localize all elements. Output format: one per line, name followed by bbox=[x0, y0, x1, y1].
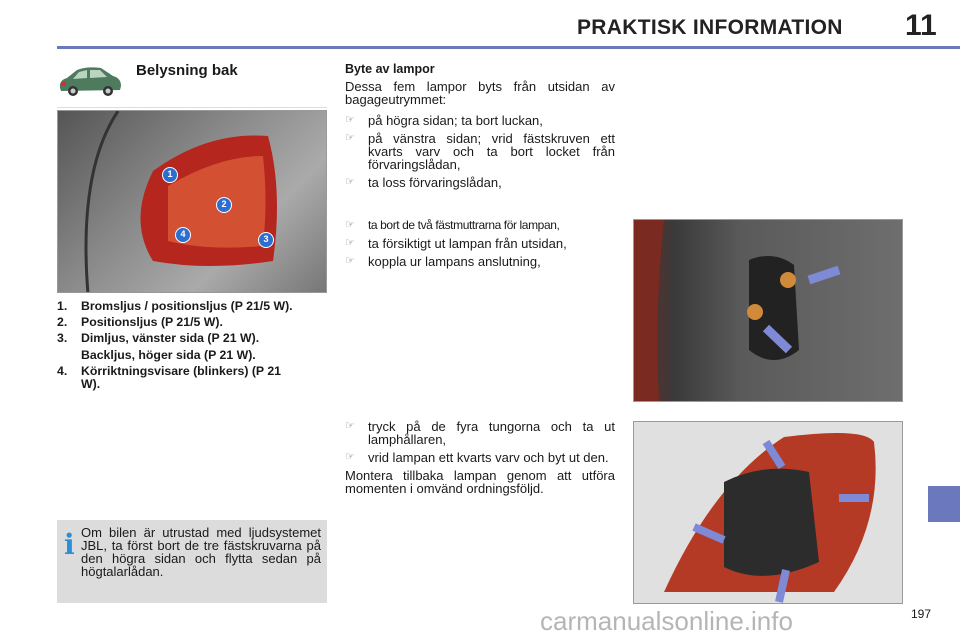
rear-light-photo: 1 2 3 4 bbox=[57, 110, 327, 293]
step-item: ☞ koppla ur lampans anslutning, bbox=[345, 255, 615, 268]
legend-text: Dimljus, vänster sida (P 21 W). bbox=[81, 331, 260, 345]
intro-text: Dessa fem lampor byts från utsidan av ba… bbox=[345, 79, 615, 107]
pointing-hand-icon: ☞ bbox=[345, 237, 355, 249]
step-text: på högra sidan; ta bort luckan, bbox=[368, 113, 543, 128]
info-icon: i bbox=[64, 528, 75, 561]
legend-number: 4. bbox=[57, 364, 68, 378]
instructions-bottom: ☞ tryck på de fyra tungorna och ta ut lam… bbox=[345, 415, 615, 495]
legend-number: 2. bbox=[57, 315, 68, 329]
legend-item: Backljus, höger sida (P 21 W). bbox=[57, 349, 327, 362]
step-text: vrid lampan ett kvarts varv och byt ut d… bbox=[368, 450, 609, 465]
step-text: ta bort de två fästmuttrarna för lampan, bbox=[368, 218, 560, 232]
info-box: i Om bilen är utrustad med ljudsystemet … bbox=[57, 520, 327, 603]
step-item: ☞ på högra sidan; ta bort luckan, bbox=[345, 114, 615, 127]
step-text: ta försiktigt ut lampan från utsidan, bbox=[368, 236, 567, 251]
step-item: ☞ ta försiktigt ut lampan från utsidan, bbox=[345, 237, 615, 250]
step-text: på vänstra sidan; vrid fästskruven ett k… bbox=[368, 131, 615, 172]
instructions-top: Byte av lampor Dessa fem lampor byts frå… bbox=[345, 62, 615, 190]
watermark: carmanualsonline.info bbox=[540, 606, 793, 636]
section-title: Belysning bak bbox=[136, 62, 238, 79]
info-text: Om bilen är utrustad med ljudsystemet JB… bbox=[81, 525, 321, 579]
trunk-illustration bbox=[634, 220, 841, 401]
callout-3: 3 bbox=[258, 232, 274, 248]
legend-text: Körriktningsvisare (blinkers) (P 21 W). bbox=[81, 364, 282, 391]
pointing-hand-icon: ☞ bbox=[345, 219, 355, 231]
pointing-hand-icon: ☞ bbox=[345, 176, 355, 188]
pointing-hand-icon: ☞ bbox=[345, 114, 355, 126]
legend-number bbox=[57, 349, 81, 362]
step-text: ta loss förvaringslådan, bbox=[368, 175, 502, 190]
lamp-holder-photo bbox=[633, 421, 903, 604]
lamp-holder-illustration bbox=[664, 433, 876, 603]
legend-number: 1. bbox=[57, 299, 68, 313]
callout-2: 2 bbox=[216, 197, 232, 213]
legend-number: 3. bbox=[57, 331, 68, 345]
pointing-hand-icon: ☞ bbox=[345, 255, 355, 267]
legend-item: 1. Bromsljus / positionsljus (P 21/5 W). bbox=[57, 300, 327, 313]
legend-text: Backljus, höger sida (P 21 W). bbox=[81, 348, 256, 362]
chapter-tab bbox=[928, 486, 960, 522]
step-item: ☞ vrid lampan ett kvarts varv och byt ut … bbox=[345, 451, 615, 464]
callout-4: 4 bbox=[175, 227, 191, 243]
outro-text: Montera tillbaka lampan genom att utföra… bbox=[345, 468, 615, 496]
bulb-legend: 1.Bromsljus / positionsljus (P 21/5 W). … bbox=[57, 300, 327, 394]
car-icon bbox=[59, 67, 121, 96]
step-item: ☞ tryck på de fyra tungorna och ta ut lam… bbox=[345, 420, 615, 446]
instructions-middle: ☞ ta bort de två fästmuttrarna för lampan… bbox=[345, 214, 615, 269]
page-number: 197 bbox=[911, 607, 932, 621]
legend-item: 3. Dimljus, vänster sida (P 21 W). bbox=[57, 332, 327, 345]
legend-item: 4. Körriktningsvisare (blinkers) (P 21 W)… bbox=[57, 365, 327, 391]
callout-1: 1 bbox=[162, 167, 178, 183]
pointing-hand-icon: ☞ bbox=[345, 420, 355, 432]
rear-light-illustration bbox=[84, 111, 277, 292]
chapter-number: 11 bbox=[905, 9, 937, 42]
legend-text: Bromsljus / positionsljus (P 21/5 W). bbox=[81, 299, 293, 313]
section-divider bbox=[57, 107, 327, 108]
header-divider bbox=[57, 46, 960, 49]
pointing-hand-icon: ☞ bbox=[345, 132, 355, 144]
legend-item: 2. Positionsljus (P 21/5 W). bbox=[57, 316, 327, 329]
chapter-title: PRAKTISK INFORMATION bbox=[577, 16, 843, 39]
step-text: koppla ur lampans anslutning, bbox=[368, 254, 541, 269]
instructions-heading: Byte av lampor bbox=[345, 62, 435, 76]
step-text: tryck på de fyra tungorna och ta ut lamp… bbox=[368, 419, 615, 447]
step-item: ☞ på vänstra sidan; vrid fästskruven ett … bbox=[345, 132, 615, 171]
step-item: ☞ ta bort de två fästmuttrarna för lampan… bbox=[345, 219, 615, 232]
trunk-photo bbox=[633, 219, 903, 402]
legend-text: Positionsljus (P 21/5 W). bbox=[81, 315, 223, 329]
pointing-hand-icon: ☞ bbox=[345, 451, 355, 463]
step-item: ☞ ta loss förvaringslådan, bbox=[345, 176, 615, 189]
